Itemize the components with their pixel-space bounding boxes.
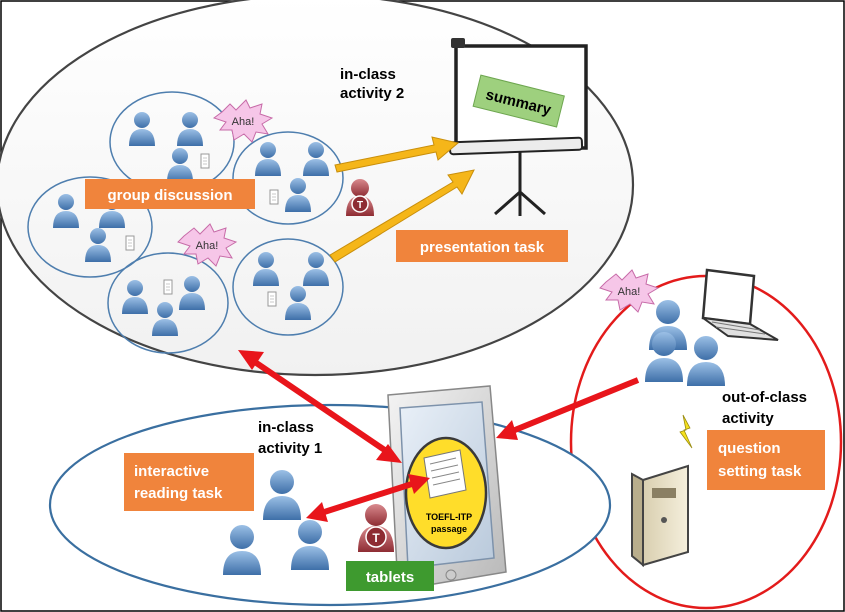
group-circle-bottom-right xyxy=(232,238,344,336)
in-class-activity-1-label-line1: in-class xyxy=(258,419,314,436)
server-icon xyxy=(631,464,689,568)
projector-screen: summary xyxy=(448,38,588,216)
group-circle-bottom xyxy=(107,252,229,354)
out-of-class-activity-label-line1: out-of-class xyxy=(722,389,807,406)
aha-burst-middle: Aha! xyxy=(177,223,238,267)
yellow-arrow-upper xyxy=(334,136,460,173)
aha-burst-top: Aha! xyxy=(212,99,274,143)
in-class-activity-2-label-line1: in-class xyxy=(340,66,396,83)
red-arrow-vertical xyxy=(238,350,402,463)
aha-burst-out-of-class: Aha! xyxy=(599,269,660,313)
toefl-label-line1: TOEFL-ITP xyxy=(426,512,472,522)
in-class-activity-2-label-line2: activity 2 xyxy=(340,85,404,102)
svg-text:reading task: reading task xyxy=(134,485,223,502)
svg-text:T: T xyxy=(357,200,363,211)
group-discussion-box: group discussion xyxy=(85,179,255,209)
svg-text:question: question xyxy=(718,440,781,457)
teacher-icon-top: T xyxy=(346,179,374,216)
svg-text:group discussion: group discussion xyxy=(107,187,232,204)
group-circle-right xyxy=(232,131,344,225)
yellow-arrow-lower xyxy=(329,169,475,263)
group-circle-left xyxy=(27,176,153,278)
question-setting-task-box: question setting task xyxy=(707,430,825,490)
svg-text:presentation task: presentation task xyxy=(420,239,545,256)
presentation-task-box: presentation task xyxy=(396,230,568,262)
svg-text:tablets: tablets xyxy=(366,569,414,586)
svg-text:T: T xyxy=(372,531,380,545)
laptop-icon xyxy=(701,268,779,341)
red-arrow-tablet-students xyxy=(306,474,430,522)
teacher-icon-bottom: T xyxy=(358,504,394,552)
svg-text:Aha!: Aha! xyxy=(618,286,641,298)
tablets-box: tablets xyxy=(346,561,434,591)
interactive-reading-task-box: interactive reading task xyxy=(124,453,254,511)
toefl-label-line2: passage xyxy=(431,524,467,534)
svg-text:Aha!: Aha! xyxy=(196,240,219,252)
svg-text:Aha!: Aha! xyxy=(232,116,255,128)
lightning-bolt-vertical xyxy=(679,414,693,449)
svg-text:interactive: interactive xyxy=(134,463,209,480)
out-of-class-activity-label-line2: activity xyxy=(722,410,774,427)
in-class-activity-1-label-line2: activity 1 xyxy=(258,440,322,457)
red-arrow-from-out-of-class xyxy=(496,377,640,440)
svg-text:setting task: setting task xyxy=(718,463,802,480)
tablet-device: TOEFL-ITP passage xyxy=(387,385,507,591)
